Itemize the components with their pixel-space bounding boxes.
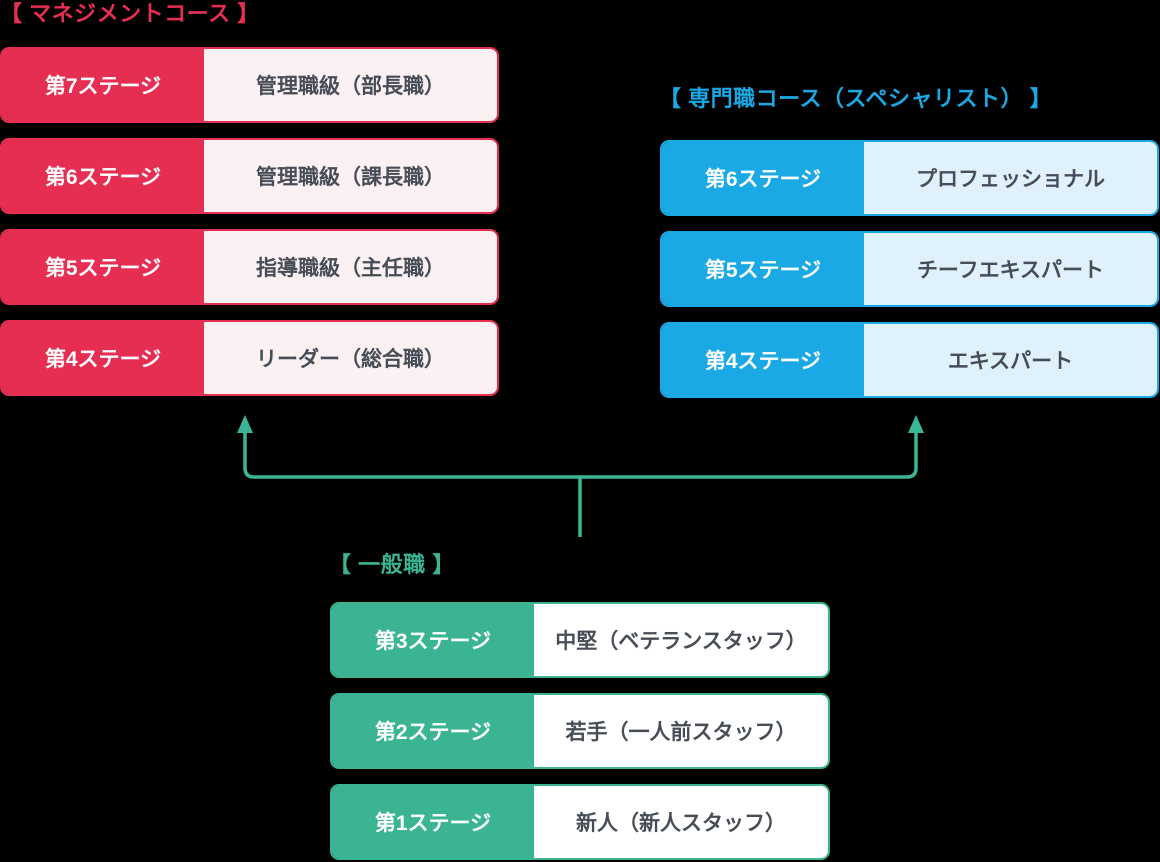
stage-cell: 第7ステージ — [2, 49, 204, 121]
up-arrow-right-icon — [908, 415, 924, 433]
up-arrow-left-icon — [237, 415, 253, 433]
role-cell: 管理職級（課長職） — [204, 140, 497, 212]
role-cell: 管理職級（部長職） — [204, 49, 497, 121]
connector-bracket-line — [243, 430, 918, 479]
stage-cell: 第4ステージ — [662, 324, 864, 396]
stage-row-general-1: 第1ステージ 新人（新人スタッフ） — [330, 784, 830, 860]
stage-row-specialist-6: 第6ステージ プロフェッショナル — [660, 140, 1159, 216]
role-cell: チーフエキスパート — [864, 233, 1157, 305]
stage-row-management-6: 第6ステージ 管理職級（課長職） — [0, 138, 499, 214]
stage-cell: 第6ステージ — [2, 140, 204, 212]
stage-row-specialist-5: 第5ステージ チーフエキスパート — [660, 231, 1159, 307]
role-cell: リーダー（総合職） — [204, 322, 497, 394]
role-cell: 指導職級（主任職） — [204, 231, 497, 303]
role-cell: プロフェッショナル — [864, 142, 1157, 214]
stage-row-specialist-4: 第4ステージ エキスパート — [660, 322, 1159, 398]
stage-cell: 第5ステージ — [662, 233, 864, 305]
role-cell: エキスパート — [864, 324, 1157, 396]
stage-row-general-2: 第2ステージ 若手（一人前スタッフ） — [330, 693, 830, 769]
stage-cell: 第3ステージ — [332, 604, 534, 676]
section-title-general: 【 一般職 】 — [329, 552, 455, 577]
stage-cell: 第2ステージ — [332, 695, 534, 767]
stage-row-management-5: 第5ステージ 指導職級（主任職） — [0, 229, 499, 305]
stage-cell: 第4ステージ — [2, 322, 204, 394]
role-cell: 若手（一人前スタッフ） — [534, 695, 828, 767]
role-cell: 中堅（ベテランスタッフ） — [534, 604, 828, 676]
stage-row-management-4: 第4ステージ リーダー（総合職） — [0, 320, 499, 396]
stage-cell: 第6ステージ — [662, 142, 864, 214]
stage-cell: 第1ステージ — [332, 786, 534, 858]
stage-cell: 第5ステージ — [2, 231, 204, 303]
section-title-specialist: 【 専門職コース（スペシャリスト） 】 — [659, 86, 1053, 111]
stage-row-general-3: 第3ステージ 中堅（ベテランスタッフ） — [330, 602, 830, 678]
role-cell: 新人（新人スタッフ） — [534, 786, 828, 858]
stage-row-management-7: 第7ステージ 管理職級（部長職） — [0, 47, 499, 123]
section-title-management: 【 マネジメントコース 】 — [0, 1, 260, 26]
